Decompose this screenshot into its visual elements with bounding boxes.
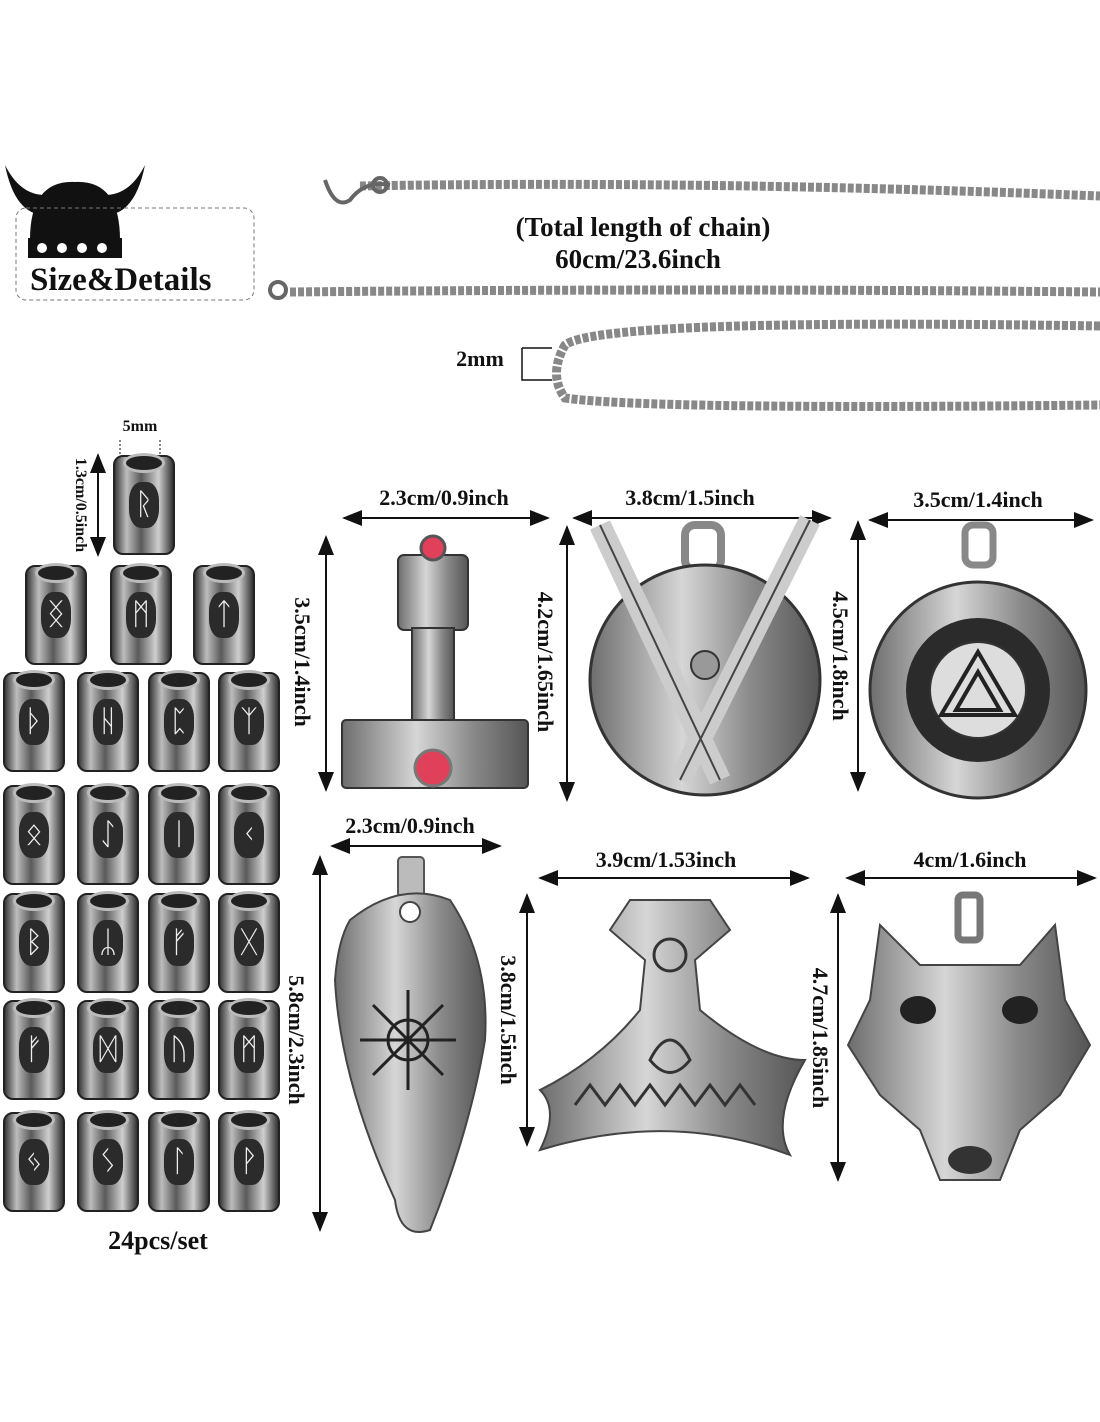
shield-swords-pendant	[588, 515, 822, 797]
rune-bead: ᛏ	[193, 563, 255, 665]
rune-glyph: ᛈ	[164, 699, 194, 745]
logo-label: Size&Details	[30, 262, 212, 298]
pendant-width: 3.8cm/1.5inch	[625, 485, 755, 510]
rune-bead: ᛚ	[148, 1110, 210, 1212]
rune-bead: ᚺ	[77, 670, 139, 772]
rune-bead: ᛊ	[77, 1110, 139, 1212]
bead-count: 24pcs/set	[108, 1226, 208, 1255]
rune-bead: ᚱ	[113, 453, 175, 555]
rune-glyph: ᛟ	[19, 812, 49, 858]
rune-bead: ᛗ	[110, 563, 172, 665]
pendant-height: 4.2cm/1.65inch	[533, 591, 558, 733]
rune-bead: ᚠ	[3, 998, 65, 1100]
rune-glyph: ᚲ	[234, 812, 264, 858]
pendant-height: 4.7cm/1.85inch	[808, 967, 833, 1109]
rune-bead: ᛞ	[77, 998, 139, 1100]
axe-pendant	[538, 899, 807, 1157]
pendant-width: 3.5cm/1.4inch	[913, 487, 1043, 512]
rune-bead: ᚦ	[3, 670, 65, 772]
rune-glyph: ᚱ	[129, 482, 159, 528]
rune-glyph: ᚠ	[164, 920, 194, 966]
bead-height: 1.3cm/0.5inch	[72, 457, 89, 553]
pendant-width: 4cm/1.6inch	[913, 847, 1027, 872]
rune-glyph: ᛦ	[93, 920, 123, 966]
pendant-height: 4.5cm/1.8inch	[828, 591, 853, 721]
rune-bead: ᚹ	[218, 1110, 280, 1212]
rune-bead: ᛈ	[148, 670, 210, 772]
rune-glyph: ᚹ	[234, 1139, 264, 1185]
rune-glyph: ᚦ	[19, 699, 49, 745]
rune-glyph: ᛗ	[126, 592, 156, 638]
logo-frame	[15, 207, 255, 301]
rune-bead: ᛃ	[3, 1110, 65, 1212]
rune-glyph: ᛞ	[93, 1027, 123, 1073]
rune-glyph: ᛚ	[164, 1139, 194, 1185]
rune-bead: ᛉ	[218, 670, 280, 772]
rune-bead: ᛗ	[218, 998, 280, 1100]
pendant-width: 3.9cm/1.53inch	[595, 847, 737, 872]
wolf-pendant	[846, 891, 1092, 1181]
pendant-height: 3.5cm/1.4inch	[290, 597, 315, 727]
thor-hammer-pendant	[341, 534, 529, 789]
rune-glyph: ᚷ	[234, 920, 264, 966]
chain-length: 60cm/23.6inch	[555, 244, 721, 274]
rune-glyph: ᛁ	[164, 812, 194, 858]
pendant-height: 3.8cm/1.5inch	[496, 955, 521, 1085]
rune-bead: ᚷ	[218, 891, 280, 993]
rune-glyph: ᛒ	[19, 920, 49, 966]
pendant-height: 5.8cm/2.3inch	[284, 975, 309, 1105]
chain	[289, 179, 1100, 411]
rune-bead: ᛦ	[77, 891, 139, 993]
chain-thickness: 2mm	[456, 346, 504, 371]
bead-width: 5mm	[122, 418, 158, 435]
rune-glyph: ᛏ	[209, 592, 239, 638]
chain-total-label: (Total length of chain)	[515, 212, 771, 242]
arrowhead-pendant	[333, 856, 487, 1233]
rune-bead: ᛟ	[3, 783, 65, 885]
rune-glyph: ᚺ	[93, 699, 123, 745]
rune-bead: ᛁ	[148, 783, 210, 885]
pendant-width: 2.3cm/0.9inch	[379, 485, 509, 510]
viking-helmet-icon	[5, 165, 145, 258]
rune-glyph: ᛃ	[19, 1139, 49, 1185]
rune-bead: ᛇ	[77, 783, 139, 885]
rune-bead: ᛝ	[25, 563, 87, 665]
rune-glyph: ᛉ	[234, 699, 264, 745]
rune-glyph: ᛗ	[234, 1027, 264, 1073]
rune-glyph: ᚢ	[164, 1027, 194, 1073]
rune-bead: ᚲ	[218, 783, 280, 885]
rune-glyph: ᛇ	[93, 812, 123, 858]
valknut-pendant	[868, 521, 1088, 800]
pendant-width: 2.3cm/0.9inch	[345, 813, 475, 838]
rune-bead: ᚢ	[148, 998, 210, 1100]
rune-glyph: ᚠ	[19, 1027, 49, 1073]
rune-bead: ᛒ	[3, 891, 65, 993]
rune-glyph: ᛝ	[41, 592, 71, 638]
rune-glyph: ᛊ	[93, 1139, 123, 1185]
rune-bead: ᚠ	[148, 891, 210, 993]
